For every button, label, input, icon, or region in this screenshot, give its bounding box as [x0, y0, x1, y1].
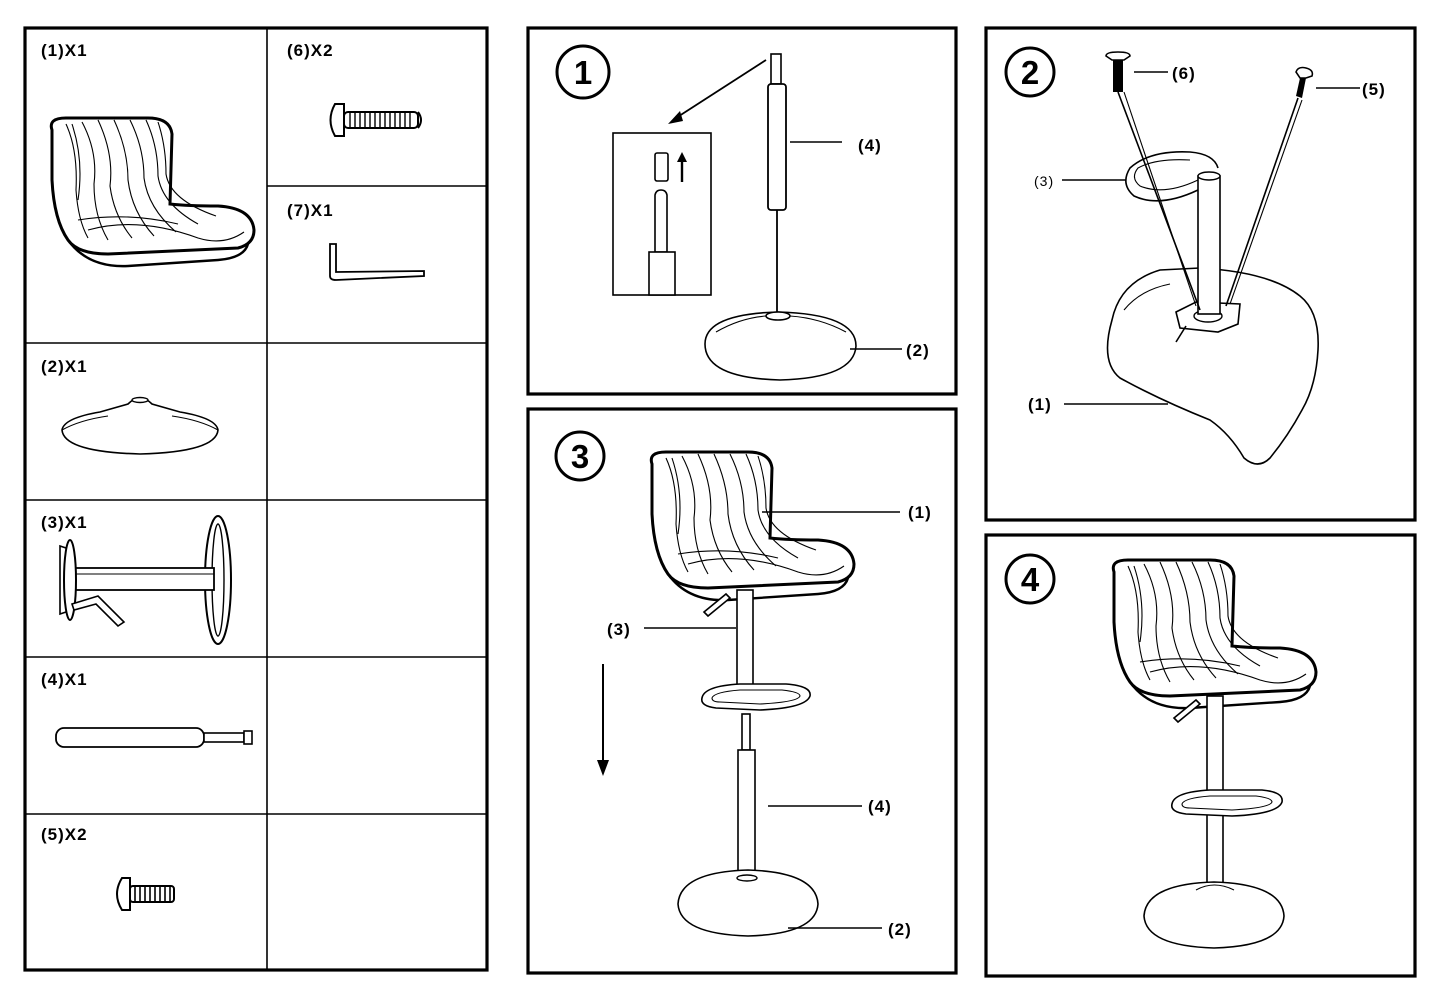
- part-label-2: (2)X1: [41, 357, 88, 376]
- part-label-4: (4)X1: [41, 670, 88, 689]
- step-3-illustration: [597, 450, 900, 937]
- step-4-panel: [984, 533, 1417, 978]
- step-2-callout-1: (1): [1028, 395, 1052, 414]
- part-label-7: (7)X1: [287, 201, 334, 220]
- step-3-number: 3: [571, 438, 589, 475]
- step-1-callout-4: (4): [858, 136, 882, 155]
- gas-cylinder-illustration: [55, 727, 253, 748]
- step-3-callout-4: (4): [868, 797, 892, 816]
- step-3-callout-1: (1): [908, 503, 932, 522]
- parts-table: [23, 26, 489, 972]
- step-1-badge: 1: [555, 44, 611, 100]
- step-4-number: 4: [1021, 561, 1040, 598]
- step-2-callout-6: (6): [1172, 64, 1196, 83]
- allen-key-illustration: [329, 243, 425, 281]
- long-bolt-illustration: [329, 103, 422, 137]
- step-2-number: 2: [1021, 54, 1039, 91]
- step-1-callout-2: (2): [906, 341, 930, 360]
- step-2-panel: [984, 26, 1417, 522]
- step-4-badge: 4: [1004, 553, 1056, 605]
- step-2-badge: 2: [1004, 46, 1056, 98]
- part-label-1: (1)X1: [41, 41, 88, 60]
- step-4-illustration: [1111, 558, 1318, 949]
- seat-illustration: [49, 116, 256, 268]
- footrest-column-illustration: [59, 515, 232, 645]
- part-label-6: (6)X2: [287, 41, 334, 60]
- part-label-5: (5)X2: [41, 825, 88, 844]
- part-label-3: (3)X1: [41, 513, 88, 532]
- step-2-callout-5: (5): [1362, 80, 1386, 99]
- step-3-badge: 3: [554, 430, 606, 482]
- step-2-callout-3: (3): [1034, 173, 1054, 189]
- short-bolt-illustration: [116, 877, 175, 911]
- base-illustration: [61, 396, 219, 455]
- step-2-illustration: [1062, 51, 1360, 465]
- step-1-panel: [526, 26, 958, 396]
- step-1-number: 1: [574, 54, 592, 91]
- step-3-panel: [526, 407, 958, 975]
- step-3-callout-2: (2): [888, 920, 912, 939]
- step-3-callout-3: (3): [607, 620, 631, 639]
- step-1-illustration: [612, 53, 902, 381]
